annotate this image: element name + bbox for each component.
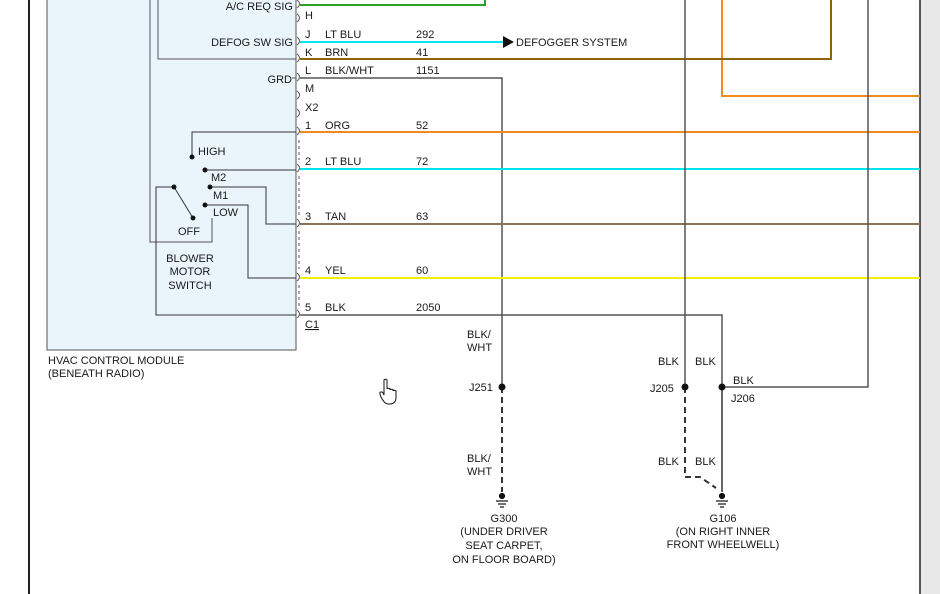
splice-j206-dot [718,383,726,391]
wire-5-color: BLK [325,302,346,314]
g106-line2: FRONT WHEELWELL) [667,539,780,551]
blk-label-j206-upper: BLK [695,356,716,368]
ground-g106-symbol [716,492,728,508]
wire-2-circuit: 72 [416,156,428,168]
right-scroll-edge [920,0,940,594]
dash-j205-g106 [684,387,717,489]
blk-wht-upper-2: WHT [467,342,492,354]
blk-label-j206-right: BLK [733,375,754,387]
pin-m-label: M [305,83,314,95]
blk-label-j206-lower: BLK [695,456,716,468]
grd-label: GRD [268,74,293,86]
g300-line2: SEAT CARPET, [465,540,542,552]
switch-high-label: HIGH [198,146,226,158]
blk-label-j205-lower: BLK [658,456,679,468]
wire-3-color: TAN [325,211,346,223]
pin-5-label: 5 [305,302,311,314]
wire-2-color: LT BLU [325,156,361,168]
connector-c1-label: C1 [305,319,319,331]
ac-req-line [149,0,213,243]
g106-line1: (ON RIGHT INNER [676,526,771,538]
defog-sig-label: DEFOG SW SIG [211,37,293,49]
wire-k-color: BRN [325,47,348,59]
pin-k-label: K [305,47,313,59]
pin-1-label: 1 [305,120,311,132]
wire-4-color: YEL [325,265,346,277]
g300-line3: ON FLOOR BOARD) [452,554,555,566]
defog-sig-line [157,0,296,60]
switch-name-line2: MOTOR [170,266,211,278]
wire-j-circuit: 292 [416,29,434,41]
wire-org-top [721,0,920,97]
defogger-arrow [503,36,514,48]
connector-x2-pins [296,0,300,319]
switch-name-line1: BLOWER [166,253,214,265]
blk-wht-lower-1: BLK/ [467,453,492,465]
blower-switch [155,131,296,316]
module-title: HVAC CONTROL MODULE [48,355,184,367]
connector-x2-label: X2 [305,102,318,114]
splice-j251-label: J251 [469,382,493,394]
blk-wht-lower-2: WHT [467,466,492,478]
pin-l-label: L [305,65,311,77]
splice-j205-label: J205 [650,383,674,395]
pin-2-label: 2 [305,156,311,168]
wire-5-blk [300,314,723,387]
hvac-module-box [46,0,297,351]
switch-name-line3: SWITCH [168,280,211,292]
wire-l-blk-wht [300,77,503,387]
switch-m1-label: M1 [213,190,228,202]
ground-g300-symbol [496,492,508,508]
blk-wht-upper-1: BLK/ [467,329,492,341]
g300-line1: (UNDER DRIVER [460,526,547,538]
pin-j-label: J [305,29,311,41]
hand-cursor-icon [379,378,397,405]
switch-m2-label: M2 [211,172,226,184]
switch-off-label: OFF [178,226,200,238]
splice-j205-dot [681,383,689,391]
wire-k-circuit: 41 [416,47,428,59]
pin-3-label: 3 [305,211,311,223]
ac-req-label: A/C REQ SIG [226,1,293,13]
splice-j206-label: J206 [731,393,755,405]
wire-j-color: LT BLU [325,29,361,41]
blk-label-j205-upper: BLK [658,356,679,368]
wire-blk-j206 [722,0,869,388]
pin-4-label: 4 [305,265,311,277]
wire-l-color: BLK/WHT [325,65,374,77]
g300-id: G300 [491,513,518,525]
switch-low-label: LOW [213,207,239,219]
wire-l-circuit: 1151 [416,65,440,77]
wire-4-circuit: 60 [416,265,428,277]
wire-1-color: ORG [325,120,350,132]
splice-j251-dot [498,383,506,391]
defogger-label: DEFOGGER SYSTEM [516,37,627,49]
g106-id: G106 [710,513,737,525]
wire-1-circuit: 52 [416,120,428,132]
pin-h-label: H [305,10,313,22]
module-subtitle: (BENEATH RADIO) [48,368,144,380]
wire-5-circuit: 2050 [416,302,440,314]
wire-3-circuit: 63 [416,211,428,223]
wire-green-top [300,0,486,6]
switch-contacts [171,154,213,221]
